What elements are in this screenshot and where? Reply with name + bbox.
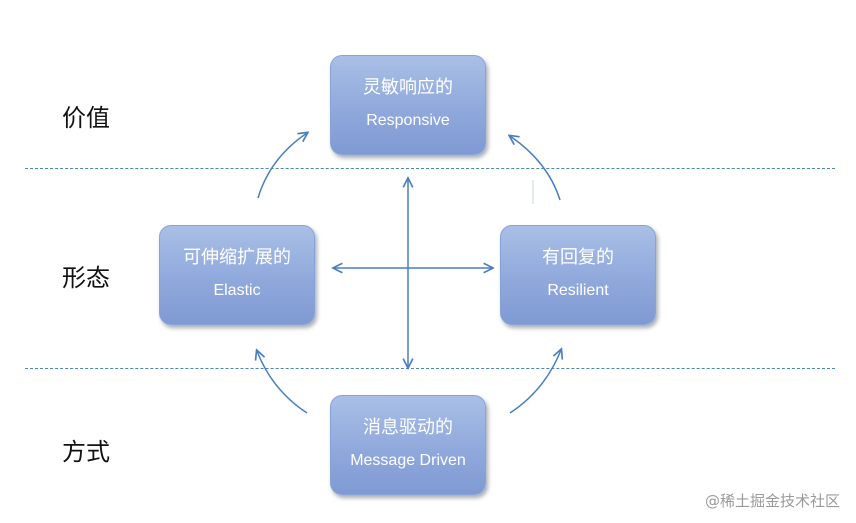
node-responsive-cn: 灵敏响应的 <box>363 77 453 98</box>
arrow-resilient-to-responsive <box>510 136 561 201</box>
divider-bottom <box>25 368 835 369</box>
arrow-message-to-elastic <box>257 351 308 414</box>
node-message-driven-en: Message Driven <box>350 452 466 469</box>
node-responsive-en: Responsive <box>366 112 450 129</box>
arrow-message-to-resilient <box>509 350 561 414</box>
arrow-elastic-to-responsive <box>257 133 307 199</box>
node-elastic-en: Elastic <box>213 282 261 299</box>
node-elastic-cn: 可伸缩扩展的 <box>183 247 291 268</box>
node-responsive: 灵敏响应的 Responsive <box>330 55 486 155</box>
node-resilient-cn: 有回复的 <box>542 247 614 268</box>
row-label-form: 形态 <box>62 264 110 292</box>
node-resilient-en: Resilient <box>547 282 609 299</box>
divider-top <box>25 168 835 169</box>
node-message-driven-cn: 消息驱动的 <box>363 417 453 438</box>
node-elastic: 可伸缩扩展的 Elastic <box>159 225 315 325</box>
watermark: @稀土掘金技术社区 <box>704 492 840 510</box>
node-message-driven: 消息驱动的 Message Driven <box>330 395 486 495</box>
row-label-means: 方式 <box>62 438 110 466</box>
row-label-value: 价值 <box>62 104 110 132</box>
node-resilient: 有回复的 Resilient <box>500 225 656 325</box>
